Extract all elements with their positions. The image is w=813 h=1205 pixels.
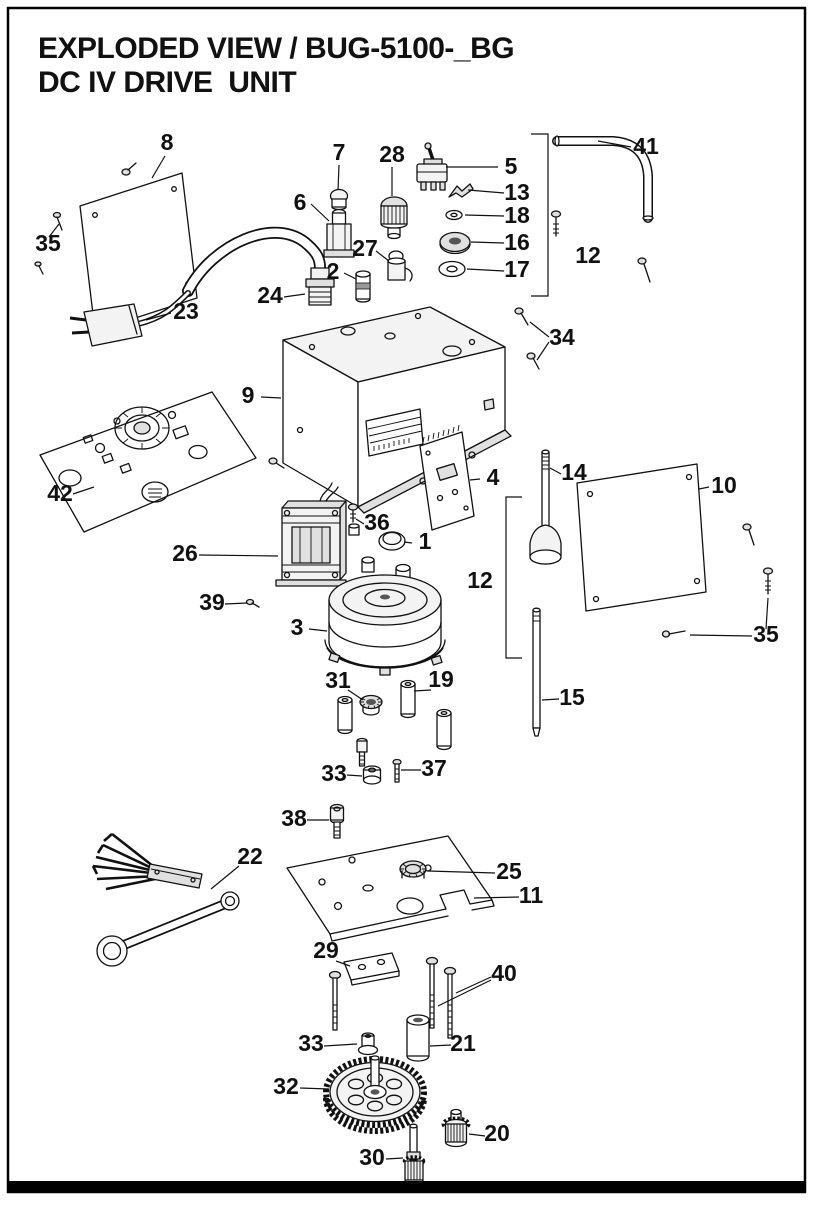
callout-2: 2 [327, 258, 340, 284]
callout-23: 23 [173, 298, 199, 324]
callout-4: 4 [487, 464, 500, 490]
callout-40: 40 [491, 960, 517, 986]
title-line-2: DC IV DRIVE UNIT [38, 66, 296, 99]
part-14-foot-shaft [529, 449, 562, 565]
part-25-bushing [399, 860, 427, 879]
group-12-bracket-top [531, 133, 651, 297]
leader-lines [48, 140, 769, 1160]
callout-19: 19 [428, 666, 454, 692]
part-33-bushing-lower [328, 970, 379, 1056]
callout-39: 39 [199, 589, 225, 615]
page-title: EXPLODED VIEW / BUG-5100-_BG DC IV DRIVE… [38, 32, 515, 99]
part-15-shaft [532, 607, 541, 737]
part-26-transformer [275, 482, 347, 587]
callout-10: 10 [711, 472, 737, 498]
part-23-power-cord [69, 226, 326, 347]
part-6-holder [323, 208, 355, 258]
callout-25: 25 [496, 858, 522, 884]
part-38-screw [329, 803, 345, 839]
part-19-spacers [337, 679, 452, 751]
part-8-panel [79, 162, 198, 332]
part-39-screw [245, 598, 260, 608]
callout-24: 24 [257, 282, 283, 308]
part-35-screws-left [34, 211, 63, 275]
part-2-spacer [355, 270, 371, 303]
callout-16: 16 [504, 229, 530, 255]
callout-34: 34 [549, 324, 575, 350]
callout-28: 28 [379, 141, 405, 167]
callout-13: 13 [504, 179, 530, 205]
callout-38: 38 [281, 805, 307, 831]
part-20-pinion [441, 1108, 471, 1148]
callout-14: 14 [561, 459, 587, 485]
part-29-bracket [343, 952, 400, 986]
part-9-cover [268, 306, 512, 514]
part-32-gear [323, 1055, 427, 1134]
callout-5: 5 [505, 153, 518, 179]
callout-21: 21 [450, 1030, 476, 1056]
part-27-coil [387, 250, 413, 282]
page-border [6, 6, 807, 1194]
part-34-screws [514, 307, 540, 370]
callout-18: 18 [504, 202, 530, 228]
callout-30: 30 [359, 1144, 385, 1170]
part-33-bushing-upper [356, 737, 382, 785]
callout-29: 29 [313, 937, 339, 963]
part-16-knob-washer [439, 231, 471, 255]
callout-32: 32 [273, 1073, 299, 1099]
part-1-grommet [378, 531, 406, 551]
callout-35: 35 [753, 621, 779, 647]
part-41-handle [552, 135, 654, 223]
part-13-clip [448, 183, 474, 198]
part-3-clutch [324, 556, 446, 676]
callout-11: 11 [519, 882, 544, 908]
part-17-washer [438, 260, 466, 278]
part-4-pcb [419, 424, 475, 531]
callout-20: 20 [484, 1120, 510, 1146]
part-22-tools [91, 832, 240, 967]
part-40-screws [425, 956, 457, 1039]
part-36-screw [347, 503, 360, 536]
callout-9: 9 [242, 382, 255, 408]
part-24-strain-relief [305, 267, 335, 306]
callout-41: 41 [633, 133, 659, 159]
part-10-panel [576, 463, 707, 612]
callout-26: 26 [172, 540, 198, 566]
part-37-screw [392, 758, 402, 783]
bottom-bar [9, 1181, 804, 1191]
callout-31: 31 [325, 667, 351, 693]
callout-6: 6 [294, 189, 307, 215]
callout-8: 8 [161, 129, 174, 155]
callout-1: 1 [419, 528, 432, 554]
group-12-bracket-mid [505, 496, 522, 659]
callout-42: 42 [47, 480, 73, 506]
callout-15: 15 [559, 684, 585, 710]
callout-33: 33 [298, 1030, 324, 1056]
part-18-washer [445, 209, 463, 221]
callout-33: 33 [321, 760, 347, 786]
callout-17: 17 [504, 256, 530, 282]
callout-3: 3 [291, 614, 304, 640]
part-42-faceplate [39, 391, 257, 533]
part-31-nut [359, 694, 383, 716]
part-5-toggle-switch [416, 142, 448, 191]
part-28-knob [380, 196, 408, 240]
callout-12: 12 [575, 242, 601, 268]
callout-35: 35 [35, 230, 61, 256]
part-30-pinion-shaft [402, 1123, 426, 1185]
callout-27: 27 [352, 235, 378, 261]
part-11-base-plate [286, 835, 495, 942]
callout-7: 7 [333, 139, 346, 165]
callout-36: 36 [364, 509, 390, 535]
part-7-cap [329, 188, 349, 211]
title-line-1: EXPLODED VIEW / BUG-5100-_BG [38, 32, 514, 65]
part-21-spacer [406, 1014, 430, 1062]
callout-22: 22 [237, 843, 263, 869]
callout-37: 37 [421, 755, 447, 781]
callout-12: 12 [467, 567, 493, 593]
part-35-screws-right [661, 523, 774, 638]
